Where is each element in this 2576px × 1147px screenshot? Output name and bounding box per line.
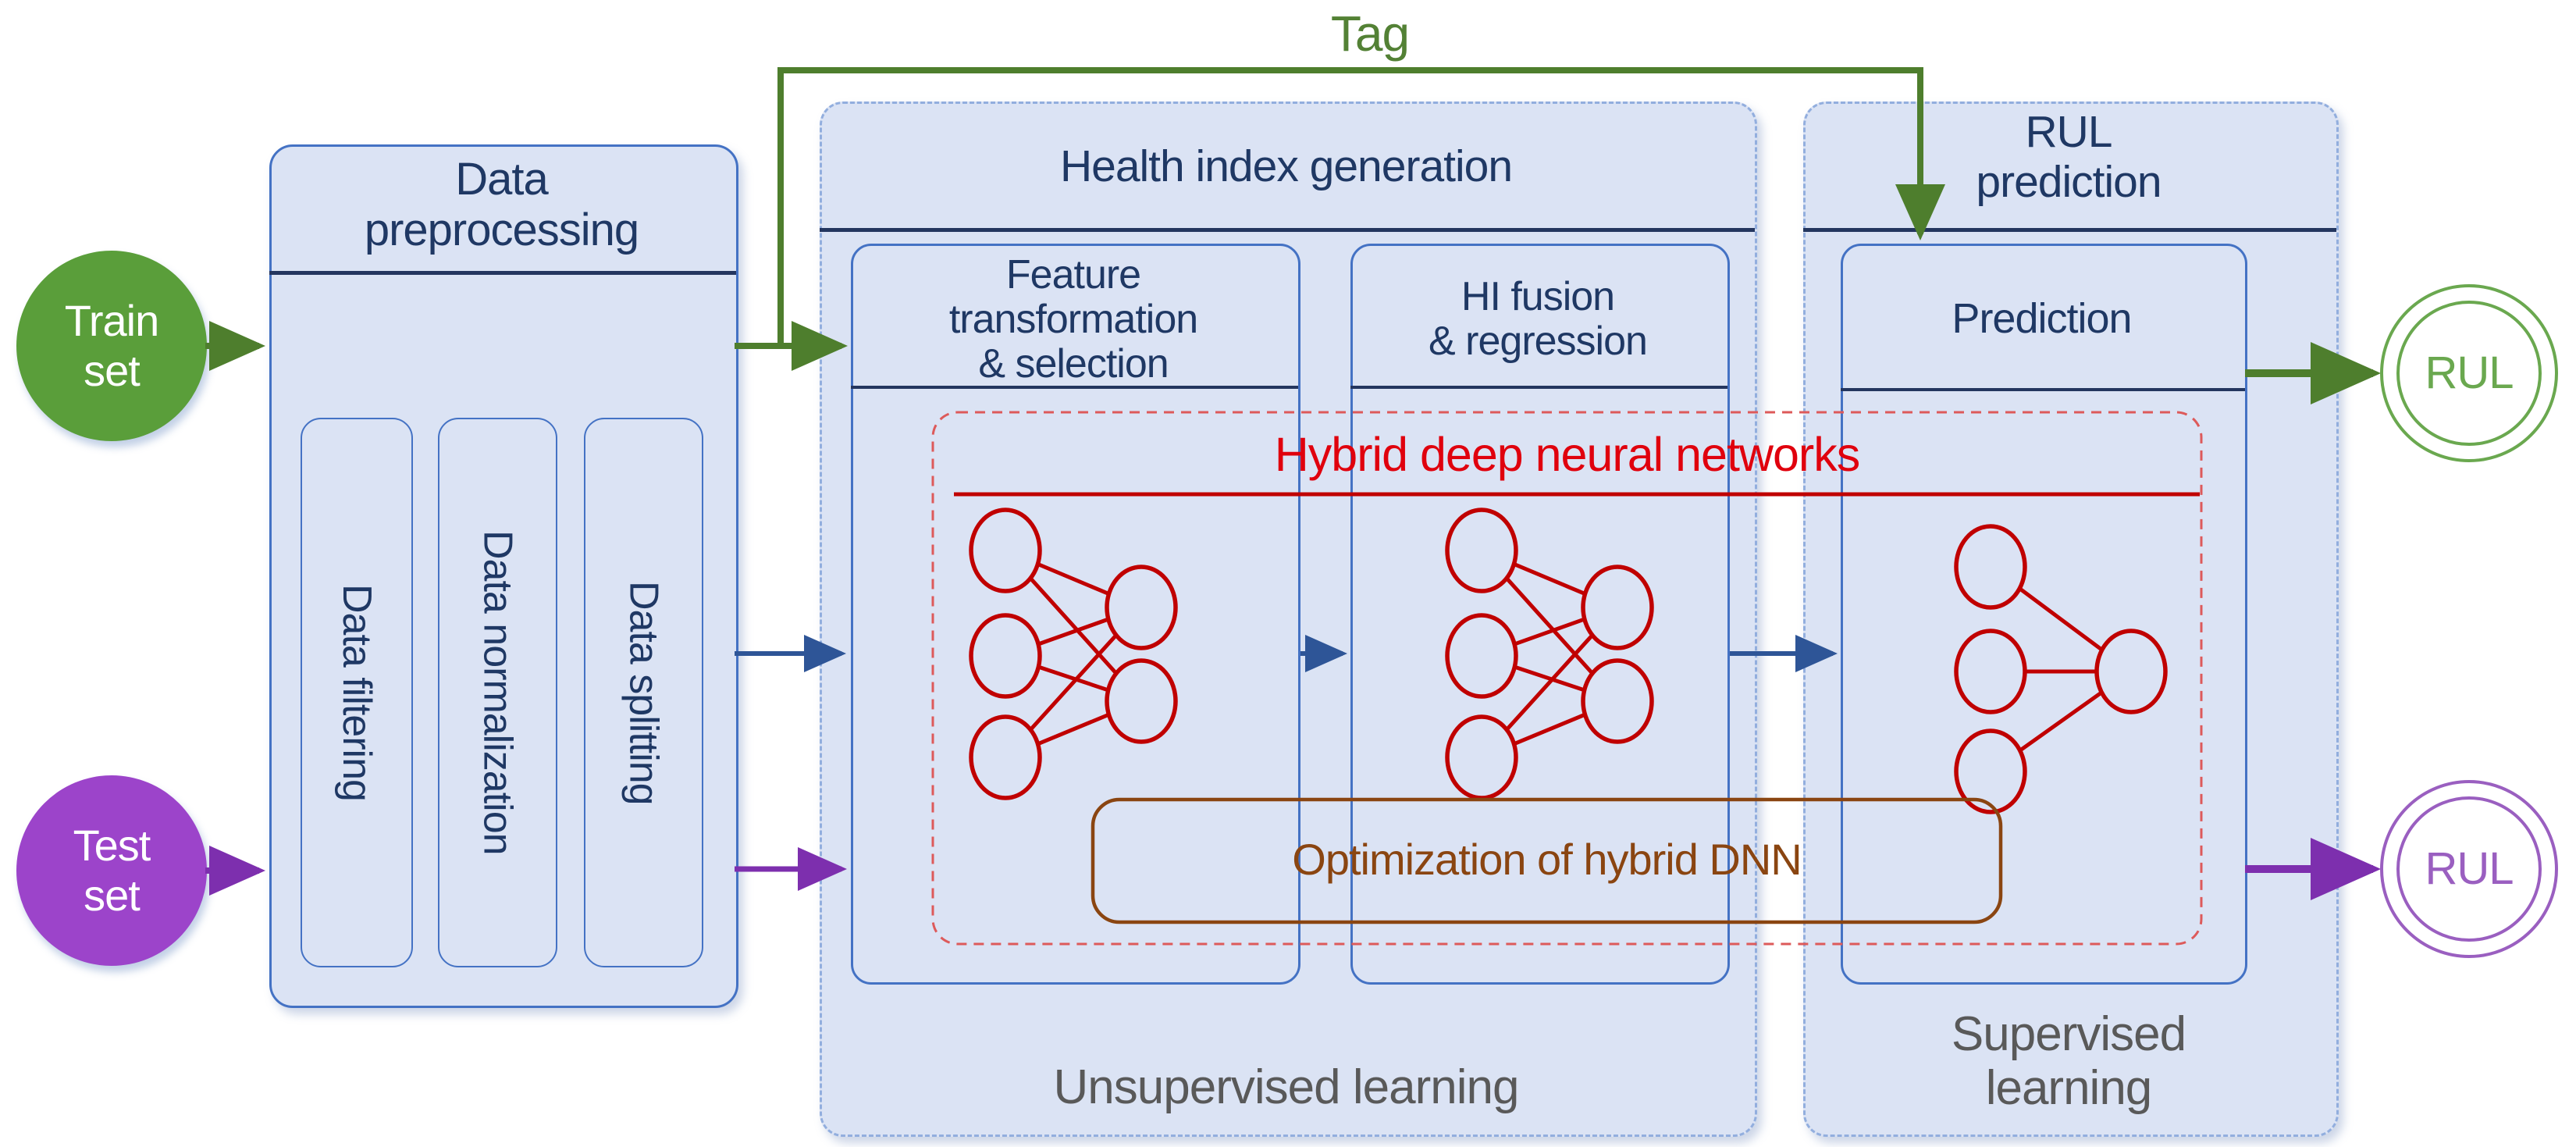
hi-fusion-title: HI fusion & regression <box>1350 274 1725 365</box>
step-box-data-splitting: Data splitting <box>584 418 703 967</box>
hi-fusion-title-line2: & regression <box>1429 319 1648 365</box>
step-label-data-splitting: Data splitting <box>621 580 667 805</box>
optimization-label: Optimization of hybrid DNN <box>1292 835 1802 884</box>
supervised-label-line2: learning <box>1985 1061 2153 1116</box>
supervised-label-line1: Supervised <box>1951 1007 2186 1061</box>
preprocessing-title-divider <box>269 271 736 275</box>
train-set-label-line2: set <box>84 346 141 395</box>
rul-panel-title-line1: RUL <box>2025 107 2112 157</box>
train-set-label-line1: Train <box>64 295 160 345</box>
prediction-title: Prediction <box>1952 295 2132 342</box>
rul-prediction-title-divider <box>1803 228 2336 232</box>
data-preprocessing-panel <box>269 144 738 1008</box>
test-set-label-line1: Test <box>73 820 151 870</box>
preprocessing-title-line2: preprocessing <box>364 204 639 255</box>
prediction-box-divider <box>1841 388 2245 391</box>
feature-title-line3: & selection <box>978 341 1169 387</box>
train-set-node: Train set <box>16 251 207 441</box>
tag-label: Tag <box>1330 5 1410 62</box>
preprocessing-title-line1: Data <box>455 154 549 205</box>
hybrid-dnn-title: Hybrid deep neural networks <box>1274 428 1860 481</box>
health-index-title-divider <box>820 228 1755 232</box>
test-set-label-line2: set <box>84 871 141 920</box>
step-box-data-normalization: Data normalization <box>438 418 557 967</box>
rul-train-label: RUL <box>2425 347 2514 398</box>
feature-transformation-title: Feature transformation & selection <box>851 252 1296 387</box>
step-label-data-normalization: Data normalization <box>475 530 521 855</box>
hi-fusion-box-divider <box>1350 386 1727 389</box>
unsupervised-learning-label: Unsupervised learning <box>1053 1060 1520 1114</box>
step-label-data-filtering: Data filtering <box>334 584 379 801</box>
supervised-learning-label: Supervised learning <box>1803 1007 2334 1116</box>
hi-fusion-title-line1: HI fusion <box>1461 274 1615 319</box>
feature-title-line1: Feature <box>1005 252 1141 297</box>
rul-panel-title: RUL prediction <box>1803 107 2334 208</box>
preprocessing-title: Data preprocessing <box>269 154 734 256</box>
health-index-title: Health index generation <box>1059 141 1513 191</box>
step-box-data-filtering: Data filtering <box>301 418 413 967</box>
feature-box-divider <box>851 386 1298 389</box>
feature-title-line2: transformation <box>948 297 1198 343</box>
test-set-node: Test set <box>16 775 207 966</box>
rul-test-label: RUL <box>2425 843 2514 894</box>
rul-panel-title-line2: prediction <box>1976 156 2161 207</box>
